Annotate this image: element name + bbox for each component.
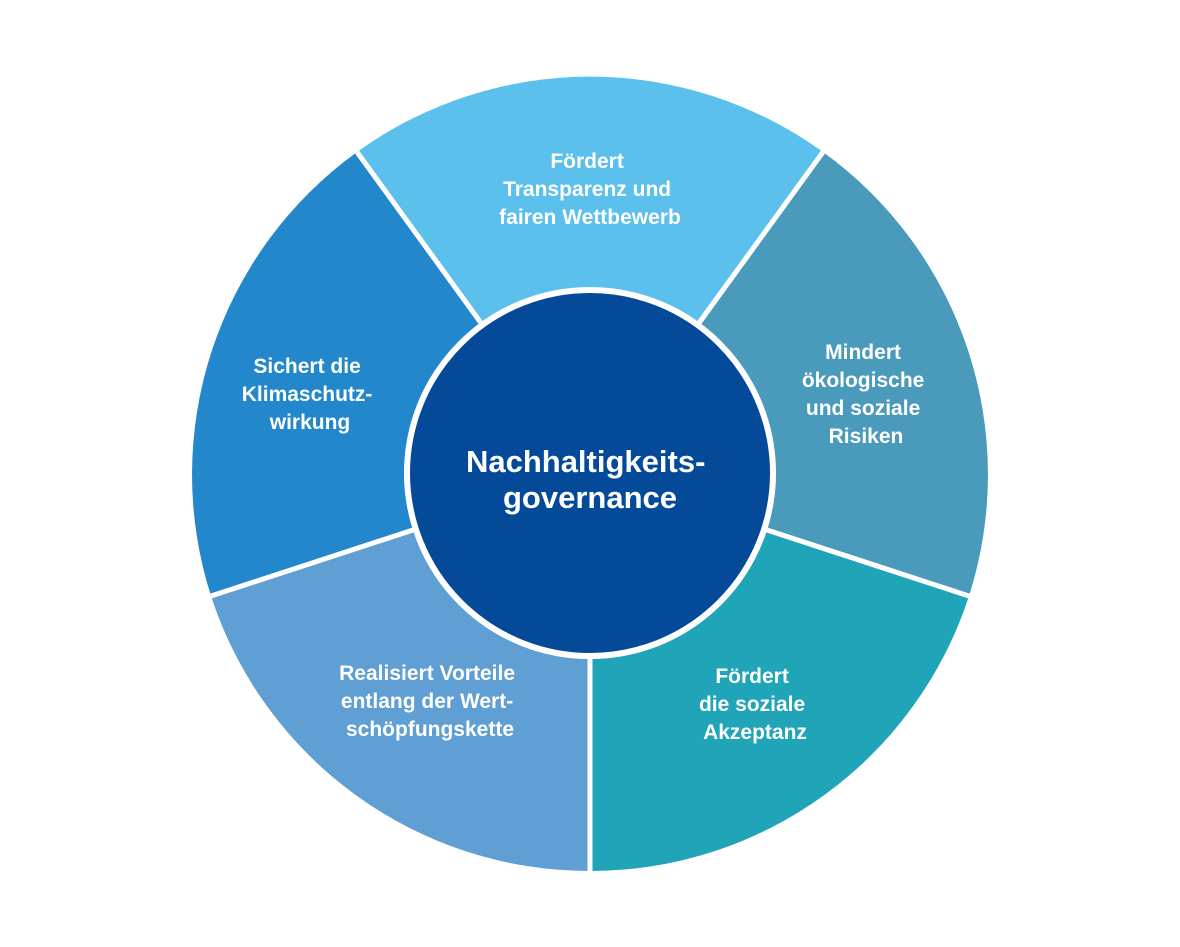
- center-hub: Nachhaltigkeits- governance: [404, 287, 776, 659]
- segment-climate-label: Sichert die Klimaschutz- wirkung: [242, 355, 379, 434]
- segment-risks-shape: [699, 152, 988, 596]
- segment-acceptance-shape: [590, 530, 969, 872]
- center-circle: [404, 287, 776, 659]
- divider-line: [210, 527, 414, 599]
- segment-risks: Mindert ökologische und soziale Risiken: [699, 152, 988, 596]
- divider-line: [354, 150, 484, 325]
- divider-line: [766, 527, 970, 599]
- divider-line: [696, 150, 826, 325]
- segment-value-chain: Realisiert Vorteile entlang der Wert- sc…: [211, 530, 590, 872]
- segment-transparency-label: Fördert Transparenz und fairen Wettbewer…: [499, 150, 681, 229]
- segment-transparency-shape: [357, 76, 823, 323]
- segment-climate-shape: [192, 152, 481, 596]
- segment-climate: Sichert die Klimaschutz- wirkung: [192, 152, 481, 596]
- segment-dividers: [210, 150, 970, 871]
- segment-risks-label: Mindert ökologische und soziale Risiken: [802, 341, 930, 448]
- segment-acceptance: Fördert die soziale Akzeptanz: [590, 530, 969, 872]
- center-title: Nachhaltigkeits- governance: [466, 444, 714, 515]
- segment-acceptance-label: Fördert die soziale Akzeptanz: [699, 665, 811, 744]
- segment-value-chain-label: Realisiert Vorteile entlang der Wert- sc…: [339, 662, 521, 741]
- segment-value-chain-shape: [211, 530, 590, 872]
- segment-transparency: Fördert Transparenz und fairen Wettbewer…: [357, 76, 823, 323]
